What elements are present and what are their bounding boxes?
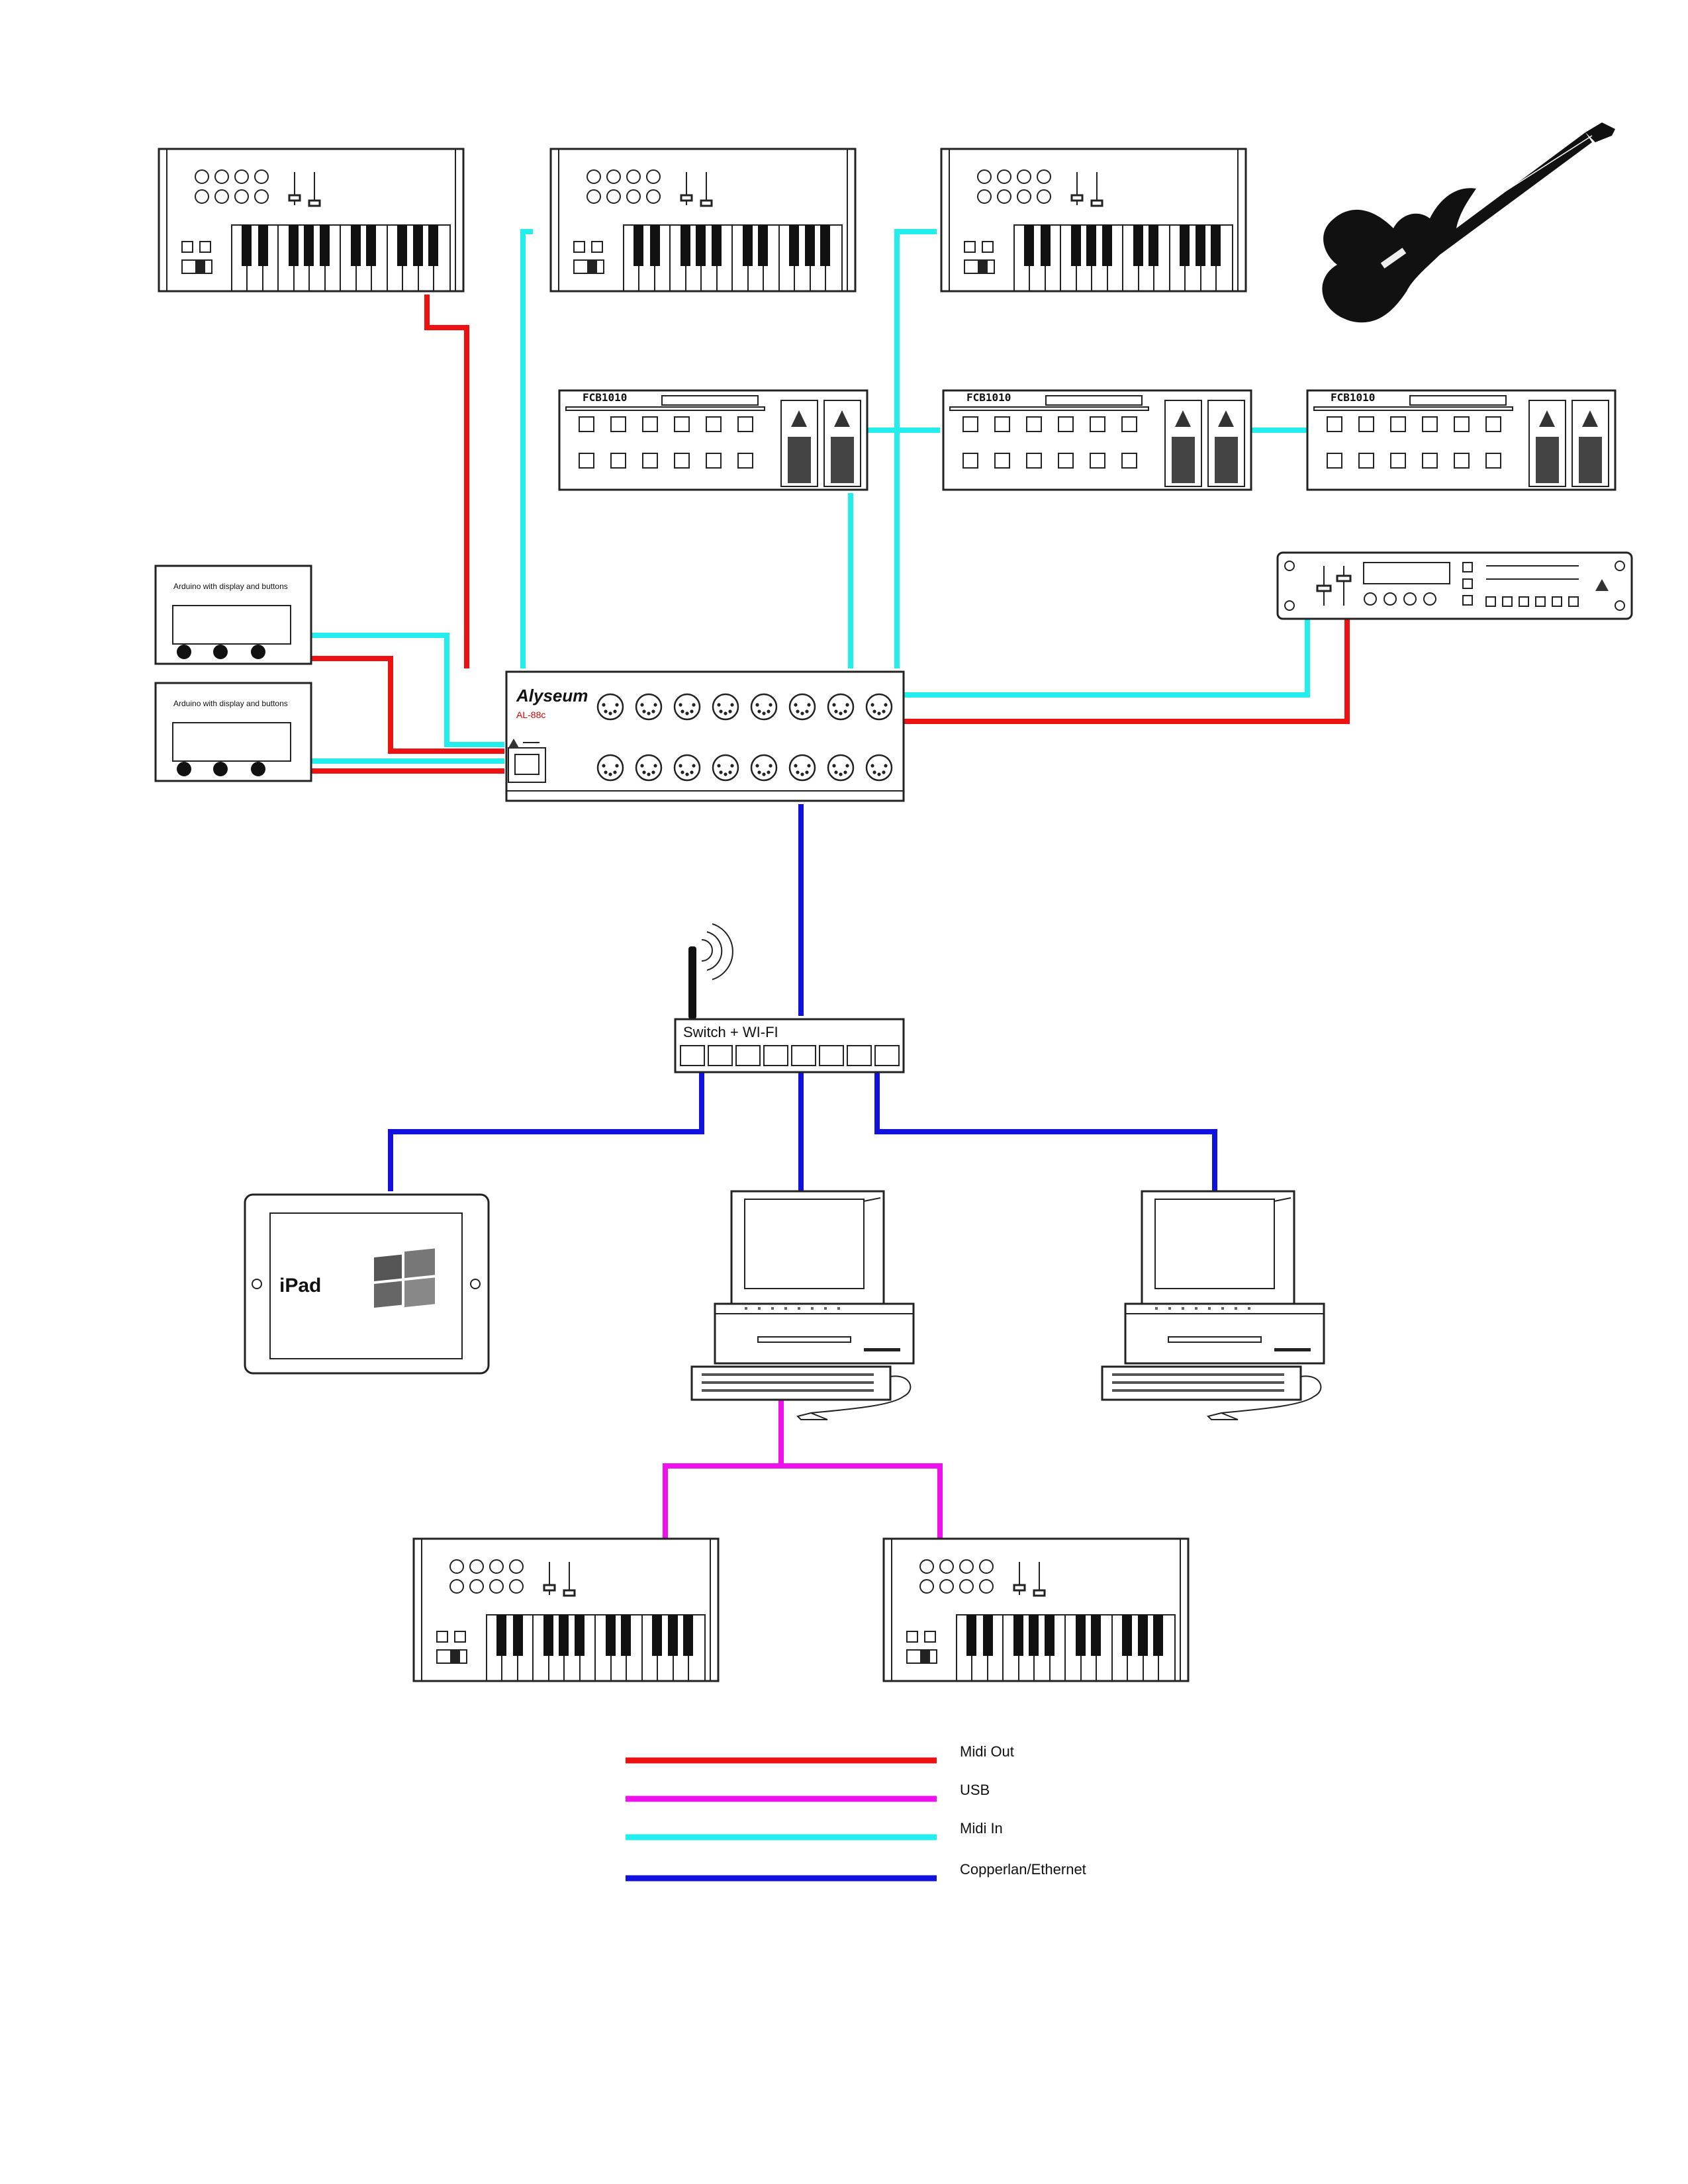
midi-port <box>788 693 816 721</box>
cable-switch-ipad <box>388 1066 704 1191</box>
fcb-logo: FCB1010 <box>1331 391 1375 404</box>
rack-synth-module <box>1276 551 1633 620</box>
cable-rack-midi-out <box>904 619 1350 724</box>
ipad-label: iPad <box>279 1275 321 1297</box>
legend-label: Copperlan/Ethernet <box>960 1861 1086 1878</box>
fcb-logo: FCB1010 <box>583 391 627 404</box>
midi-keyboard-1 <box>158 148 465 293</box>
midi-port <box>827 754 855 782</box>
network-switch: Switch + WI-FI <box>674 923 905 1073</box>
arduino-box-1: Arduino with display and buttons <box>154 565 312 665</box>
midi-keyboard-2 <box>549 148 857 293</box>
midi-port <box>596 693 624 721</box>
midi-in-cables <box>311 229 1310 764</box>
legend-label: Midi In <box>960 1820 1003 1837</box>
wifi-icon <box>701 939 713 962</box>
interface-model: AL-88c <box>516 709 545 720</box>
interface-brand: Alyseum <box>516 686 588 705</box>
midi-port <box>750 693 778 721</box>
cable-switch-pc2 <box>874 1066 1217 1191</box>
desktop-computer-1 <box>690 1190 915 1421</box>
cable-kbd3-midi-in <box>894 229 937 668</box>
legend-label: Midi Out <box>960 1743 1014 1760</box>
midi-port <box>750 754 778 782</box>
midi-port <box>788 754 816 782</box>
fcb-pedalboard-2: FCB1010 <box>942 389 1252 491</box>
midi-port <box>635 754 663 782</box>
usb-cables <box>663 1396 943 1545</box>
legend-label: USB <box>960 1782 990 1798</box>
guitar-icon <box>1322 122 1615 323</box>
usb-keyboard-1 <box>412 1537 720 1682</box>
midi-port <box>712 754 739 782</box>
ethernet-cables <box>388 804 1217 1191</box>
antenna-icon <box>688 946 696 1019</box>
windows-logo-icon <box>374 1248 435 1308</box>
fcb-pedalboard-1: FCB1010 <box>558 389 868 491</box>
desktop-computer-2 <box>1101 1190 1325 1421</box>
cable-usb-bus <box>663 1463 943 1545</box>
arduino-label: Arduino with display and buttons <box>173 582 288 591</box>
midi-port <box>865 693 893 721</box>
midi-port <box>673 754 701 782</box>
arduino-box-2: Arduino with display and buttons <box>154 682 312 782</box>
fcb-pedalboard-3: FCB1010 <box>1306 389 1617 491</box>
midi-port <box>635 693 663 721</box>
midi-port <box>865 754 893 782</box>
cable-arduino1-midi-out <box>311 656 504 754</box>
fcb-logo: FCB1010 <box>966 391 1011 404</box>
midi-out-cables <box>311 295 1350 774</box>
switch-label: Switch + WI-FI <box>683 1024 778 1040</box>
midi-port <box>827 693 855 721</box>
midi-port <box>596 754 624 782</box>
usb-keyboard-2 <box>882 1537 1190 1682</box>
cable-kbd2-midi-in <box>520 229 533 668</box>
arduino-label: Arduino with display and buttons <box>173 699 288 708</box>
alyseum-interface: Alyseum AL-88c <box>505 670 905 802</box>
midi-port <box>673 693 701 721</box>
midi-port <box>712 693 739 721</box>
cable-arduino1-midi-in <box>311 633 504 747</box>
ipad-tablet: iPad <box>244 1193 490 1375</box>
cable-rack-midi-in <box>904 619 1310 698</box>
midi-keyboard-3 <box>940 148 1247 293</box>
cable-kbd1-midi-out <box>424 295 469 668</box>
